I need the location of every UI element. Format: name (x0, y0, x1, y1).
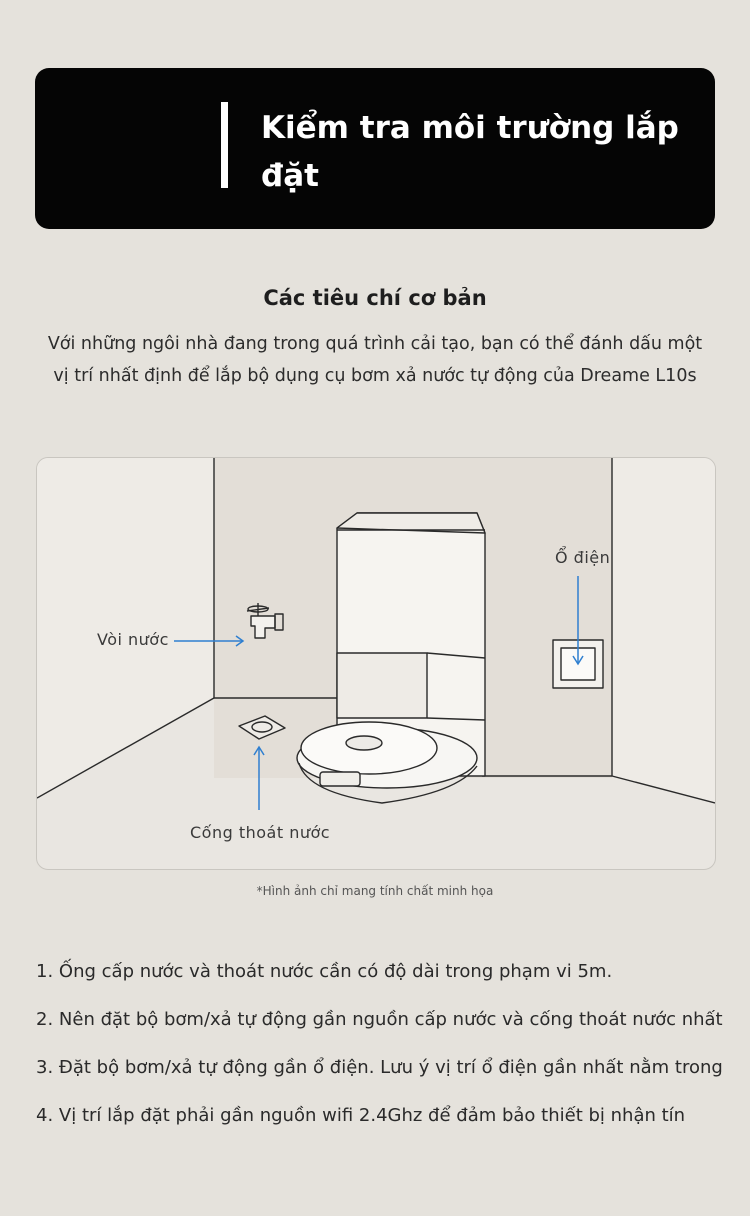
illustration-caption: *Hình ảnh chỉ mang tính chất minh họa (256, 884, 494, 898)
drain-label: Cống thoát nước (190, 823, 331, 842)
outlet-label: Ổ điện (555, 548, 611, 567)
intro-line-2: vị trí nhất định để lắp bộ dụng cụ bơm x… (53, 366, 697, 386)
list-item: 1. Ống cấp nước và thoát nước cần có độ … (36, 961, 613, 982)
header-accent-bar (221, 102, 228, 188)
list-item: 2. Nên đặt bộ bơm/xả tự động gần nguồn c… (36, 1009, 723, 1030)
section-heading: Các tiêu chí cơ bản (263, 286, 487, 310)
page-title: Kiểm tra môi trường lắp đặt (261, 110, 679, 194)
intro-line-1: Với những ngôi nhà đang trong quá trình … (47, 334, 703, 354)
installation-illustration: Vòi nước Ổ điện Cống thoát nước (36, 457, 716, 870)
room-drawing (37, 458, 715, 810)
intro-paragraph: Với những ngôi nhà đang trong quá trình … (30, 328, 720, 392)
requirements-list: 1. Ống cấp nước và thoát nước cần có độ … (36, 952, 736, 1144)
faucet-label: Vòi nước (97, 630, 169, 649)
section-header: Kiểm tra môi trường lắp đặt (35, 68, 715, 229)
list-item: 3. Đặt bộ bơm/xả tự động gần ổ điện. Lưu… (36, 1057, 723, 1078)
list-item: 4. Vị trí lắp đặt phải gần nguồn wifi 2.… (36, 1105, 686, 1126)
